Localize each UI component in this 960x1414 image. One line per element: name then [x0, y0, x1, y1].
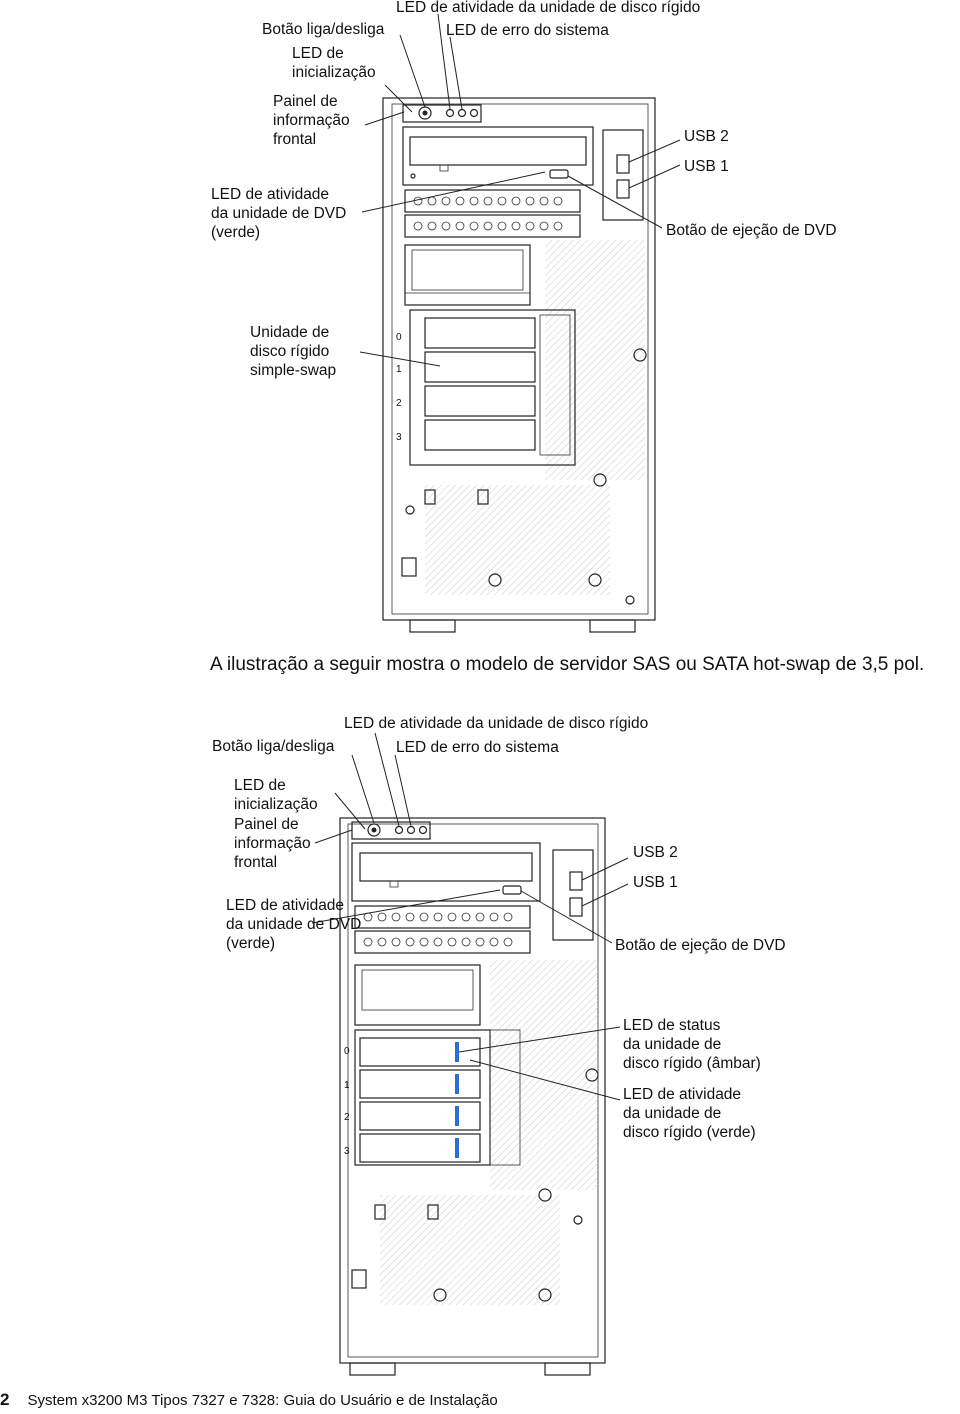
fig1-label-power-on-led: LED de inicialização: [292, 45, 376, 81]
figure1-usb2-port: [616, 154, 630, 174]
fig2-label-dvd-activity-led: LED de atividade da unidade de DVD (verd…: [226, 897, 362, 952]
figure1-filler-slots-2: [413, 221, 563, 231]
fig1-label-usb2: USB 2: [684, 128, 729, 145]
fig1-label-power-button: Botão liga/desliga: [262, 21, 385, 38]
figure1-server-chassis: 0 1 2 3: [359, 13, 681, 633]
figure2-operator-panel: [351, 821, 431, 840]
fig1-label-usb1: USB 1: [684, 158, 729, 175]
figure2-filler-slots-2: [363, 937, 513, 947]
figure2-usb-bracket: [552, 849, 594, 941]
svg-text:2: 2: [396, 398, 402, 409]
fig1-label-simple-swap-hdd: Unidade de disco rígido simple-swap: [250, 324, 337, 379]
figure2-dvd-drive: [351, 842, 541, 902]
svg-text:2: 2: [344, 1112, 350, 1123]
fig2-label-operator-panel: Painel de informação frontal: [234, 816, 311, 871]
figure2-server-chassis: 0 1 2 3: [311, 732, 629, 1376]
fig2-label-power-button: Botão liga/desliga: [212, 738, 335, 755]
fig1-label-dvd-eject: Botão de ejeção de DVD: [666, 222, 837, 239]
page-number: 2: [0, 1390, 10, 1409]
fig2-label-usb2: USB 2: [633, 844, 678, 861]
figure1-hdd-cage: [409, 309, 576, 466]
figure2-foot-right: [544, 1362, 591, 1376]
fig2-label-hdd-activity-led: LED de atividade da unidade de disco ríg…: [344, 715, 649, 732]
figure1-dvd-eject-button: [549, 169, 569, 179]
fig1-label-hdd-activity-led: LED de atividade da unidade de disco ríg…: [396, 0, 701, 16]
fig1-label-operator-panel: Painel de informação frontal: [273, 93, 350, 148]
svg-text:1: 1: [396, 364, 402, 375]
fig2-label-hdd-activity-led-green: LED de atividade da unidade de disco ríg…: [623, 1086, 756, 1141]
figure2-filler-slots-1: [363, 912, 513, 922]
figure1-operator-panel: [402, 104, 482, 123]
fig1-label-dvd-activity-led: LED de atividade da unidade de DVD (verd…: [211, 186, 347, 241]
fig2-label-power-on-led: LED de inicialização: [234, 777, 318, 813]
figure1-dvd-drive: [402, 126, 594, 186]
fig2-label-system-error-led: LED de erro do sistema: [396, 739, 559, 756]
figure1-usb-bracket: [602, 129, 644, 221]
figure1-foot-left: [409, 619, 456, 633]
figure2-usb1-port: [569, 897, 583, 917]
figure2-foot-left: [349, 1362, 396, 1376]
fig2-label-dvd-eject: Botão de ejeção de DVD: [615, 937, 786, 954]
fig1-label-system-error-led: LED de erro do sistema: [446, 22, 609, 39]
svg-text:3: 3: [344, 1146, 350, 1157]
figure1-foot-right: [589, 619, 636, 633]
figure2-dvd-eject-button: [502, 885, 522, 895]
svg-text:0: 0: [344, 1046, 350, 1057]
page-footer: 2 System x3200 M3 Tipos 7327 e 7328: Guia…: [0, 1390, 498, 1410]
svg-text:3: 3: [396, 432, 402, 443]
figure2-power-button: [367, 823, 381, 837]
fig2-label-hdd-status-led: LED de status da unidade de disco rígido…: [623, 1017, 761, 1072]
figure2-usb2-port: [569, 871, 583, 891]
body-paragraph: A ilustração a seguir mostra o modelo de…: [210, 654, 925, 675]
svg-text:0: 0: [396, 332, 402, 343]
footer-title: System x3200 M3 Tipos 7327 e 7328: Guia …: [27, 1392, 498, 1409]
figure1-usb1-port: [616, 179, 630, 199]
figure1-filler-slots-1: [413, 196, 563, 206]
svg-text:1: 1: [344, 1080, 350, 1091]
fig2-label-usb1: USB 1: [633, 874, 678, 891]
